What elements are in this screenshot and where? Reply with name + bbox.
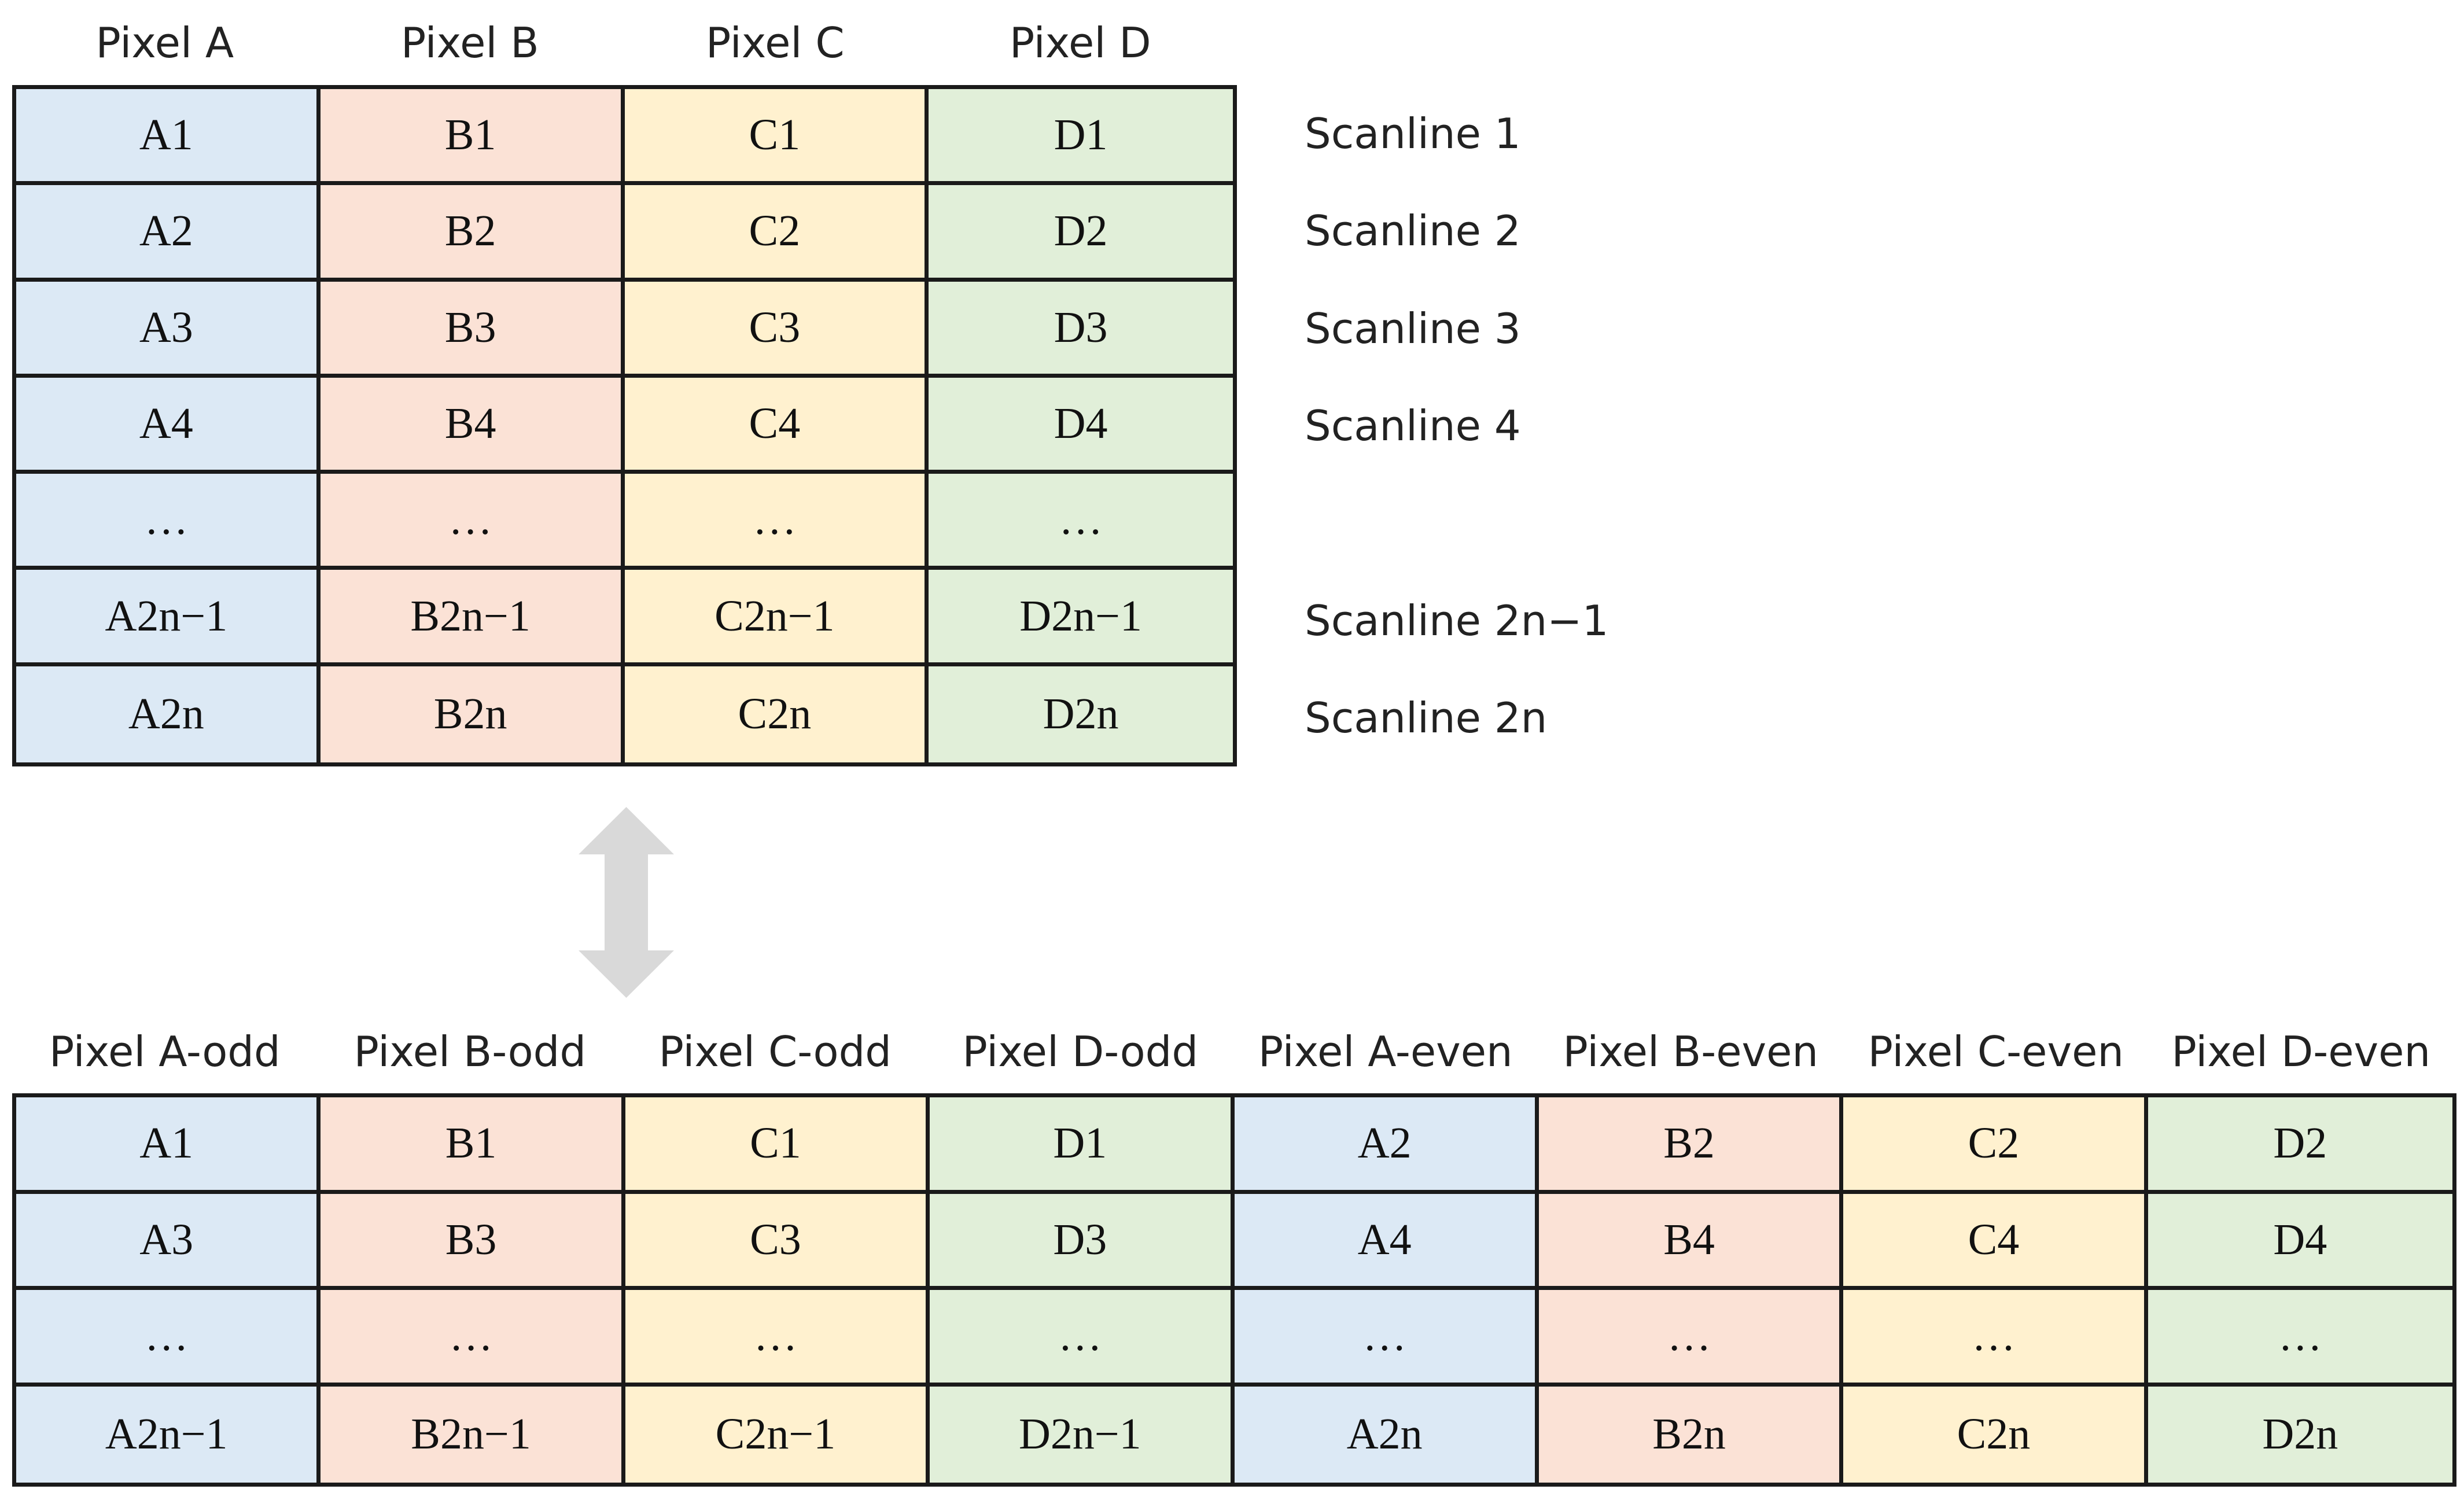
top-grid-cell: A3 <box>16 281 321 378</box>
bottom-grid-cell: C2n <box>1843 1386 2148 1483</box>
top-grid-cell: A2n−1 <box>16 570 321 666</box>
top-grid-cell: B3 <box>320 281 625 378</box>
bottom-grid-cell: C2n−1 <box>625 1386 930 1483</box>
top-grid-cell: C2n <box>624 666 929 762</box>
top-grid-cell: B1 <box>320 89 625 186</box>
bottom-column-header: Pixel C-even <box>1868 1027 2124 1076</box>
bottom-grid-cell: D2n <box>2148 1386 2452 1483</box>
bottom-column-header: Pixel A-even <box>1258 1027 1513 1076</box>
double-headed-vertical-arrow-icon <box>579 807 674 998</box>
scanline-label: Scanline 2n <box>1305 693 1548 742</box>
top-column-header: Pixel A <box>95 19 234 67</box>
top-grid-cell: D3 <box>929 281 1233 378</box>
top-grid-cell: D1 <box>929 89 1233 186</box>
bottom-grid-cell: A4 <box>1234 1193 1539 1290</box>
bottom-grid-cell: B2n−1 <box>321 1386 625 1483</box>
top-grid-cell: … <box>929 474 1233 570</box>
scanline-label: Scanline 1 <box>1305 109 1521 158</box>
top-grid-cell: B2 <box>320 185 625 282</box>
scanline-label: Scanline 3 <box>1305 304 1521 353</box>
top-grid-cell: … <box>624 474 929 570</box>
bottom-grid-cell: D4 <box>2148 1193 2452 1290</box>
bottom-grid-cell: D2 <box>2148 1097 2452 1194</box>
top-grid-cell: C3 <box>624 281 929 378</box>
bottom-grid-cell: … <box>625 1290 930 1387</box>
bottom-grid-cell: … <box>1538 1290 1844 1387</box>
bottom-grid-cell: C1 <box>625 1097 930 1194</box>
bottom-column-header: Pixel D-even <box>2171 1027 2431 1076</box>
bottom-grid-cell: A2 <box>1234 1097 1539 1194</box>
bottom-grid-cell: B1 <box>321 1097 625 1194</box>
top-grid-cell: … <box>16 474 321 570</box>
top-column-header: Pixel D <box>1009 19 1151 67</box>
top-grid-cell: C2 <box>624 185 929 282</box>
top-grid-cell: A2 <box>16 185 321 282</box>
bottom-grid-cell: … <box>1843 1290 2148 1387</box>
top-grid-cell: … <box>320 474 625 570</box>
top-grid-cell: B4 <box>320 377 625 474</box>
bottom-column-header: Pixel B-even <box>1563 1027 1819 1076</box>
bottom-grid-cell: … <box>1234 1290 1539 1387</box>
bottom-grid-cell: … <box>2148 1290 2452 1387</box>
top-grid-cell: C1 <box>624 89 929 186</box>
bottom-grid-cell: D1 <box>930 1097 1235 1194</box>
bottom-grid-cell: D3 <box>930 1193 1235 1290</box>
top-grid-cell: A4 <box>16 377 321 474</box>
bottom-grid-cell: C2 <box>1843 1097 2148 1194</box>
top-grid-cell: D2n−1 <box>929 570 1233 666</box>
top-grid-cell: B2n <box>320 666 625 762</box>
bottom-column-header: Pixel A-odd <box>49 1027 281 1076</box>
top-grid-cell: C2n−1 <box>624 570 929 666</box>
bottom-grid-cell: C3 <box>625 1193 930 1290</box>
scanline-label: Scanline 4 <box>1305 401 1521 451</box>
top-grid-cell: A2n <box>16 666 321 762</box>
bottom-column-header: Pixel B-odd <box>353 1027 587 1076</box>
top-grid-cell: A1 <box>16 89 321 186</box>
top-column-header: Pixel B <box>400 19 539 67</box>
bottom-grid-cell: A2n <box>1234 1386 1539 1483</box>
top-grid-cell: B2n−1 <box>320 570 625 666</box>
scanline-label: Scanline 2 <box>1305 207 1521 256</box>
bottom-grid-cell: C4 <box>1843 1193 2148 1290</box>
bottom-grid-cell: … <box>321 1290 625 1387</box>
bottom-grid-cell: B2n <box>1538 1386 1844 1483</box>
bottom-grid-cell: B4 <box>1538 1193 1844 1290</box>
top-grid-cell: C4 <box>624 377 929 474</box>
bottom-column-header: Pixel D-odd <box>962 1027 1199 1076</box>
top-grid-cell: D4 <box>929 377 1233 474</box>
top-column-header: Pixel C <box>705 19 845 67</box>
bottom-grid-cell: A3 <box>16 1193 321 1290</box>
bottom-grid-cell: D2n−1 <box>930 1386 1235 1483</box>
bottom-column-header: Pixel C-odd <box>658 1027 892 1076</box>
bottom-grid-cell: … <box>930 1290 1235 1387</box>
top-grid-cell: D2 <box>929 185 1233 282</box>
bottom-grid-cell: B3 <box>321 1193 625 1290</box>
top-grid-cell: D2n <box>929 666 1233 762</box>
bottom-grid-cell: … <box>16 1290 321 1387</box>
bottom-grid-cell: B2 <box>1538 1097 1844 1194</box>
scanline-label: Scanline 2n−1 <box>1305 596 1609 645</box>
bottom-grid-cell: A1 <box>16 1097 321 1194</box>
bottom-grid-cell: A2n−1 <box>16 1386 321 1483</box>
